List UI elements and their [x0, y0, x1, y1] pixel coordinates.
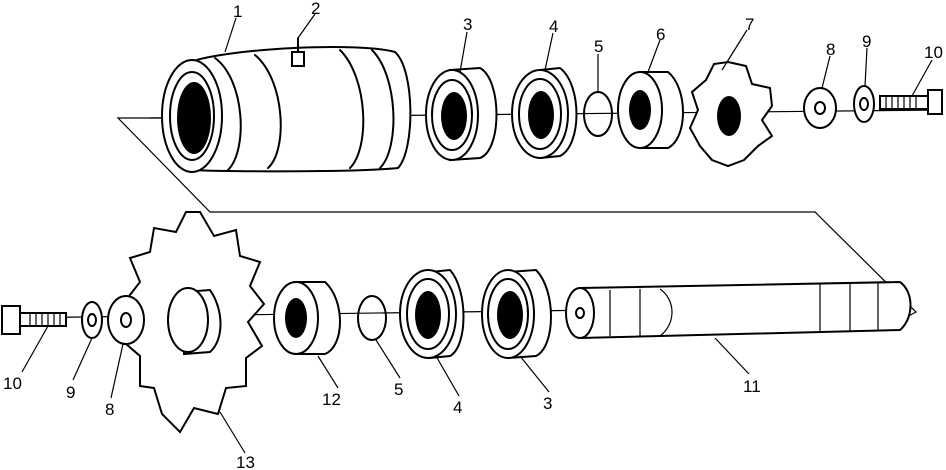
- callout-bearing-lower: 3: [543, 394, 552, 413]
- washer-lower-part: [107, 295, 145, 345]
- spacer-lower-part: [273, 281, 341, 355]
- callout-shaft: 11: [743, 377, 761, 396]
- large-sprocket-part: [124, 211, 266, 434]
- callout-spacer-upper: 6: [656, 25, 665, 44]
- callout-lock-washer-lower: 9: [66, 383, 75, 402]
- callout-labels: 1 2 3 4 5 6 7 8 9 10 11 12 13 5 4 3 8 9 …: [3, 0, 943, 470]
- callout-bolt-upper: 10: [924, 43, 943, 62]
- callout-bolt-lower: 10: [3, 374, 22, 393]
- bearing-lower-part: [481, 268, 552, 360]
- callout-o-ring-upper: 5: [594, 37, 603, 56]
- callout-washer-upper: 8: [826, 40, 835, 59]
- callout-washer-lower: 8: [105, 400, 114, 419]
- callout-lock-washer-upper: 9: [862, 32, 871, 51]
- seal-upper-part: [511, 66, 578, 160]
- callout-housing: 1: [233, 2, 242, 21]
- callout-o-ring-lower: 5: [394, 380, 403, 399]
- bolt-upper-part: [879, 89, 943, 115]
- seal-lower-part: [399, 268, 465, 360]
- callout-small-sprocket: 7: [745, 15, 754, 34]
- o-ring-lower-part: [357, 295, 387, 341]
- bearing-upper-part: [425, 66, 498, 162]
- shaft-part: [565, 280, 912, 340]
- bolt-lower-part: [1, 305, 67, 335]
- callout-grease-fitting: 2: [311, 0, 320, 18]
- small-sprocket-part: [688, 60, 774, 168]
- callout-leader-lines: [21, 13, 933, 454]
- washer-upper-part: [803, 87, 837, 129]
- callout-bearing-upper: 3: [463, 15, 472, 34]
- grease-fitting-part: [291, 37, 305, 67]
- callout-large-sprocket: 13: [236, 453, 255, 470]
- callout-seal-upper: 4: [549, 17, 558, 36]
- callout-spacer-lower: 12: [322, 390, 341, 409]
- callout-seal-lower: 4: [453, 398, 462, 417]
- lock-washer-upper-part: [853, 85, 875, 123]
- lock-washer-lower-part: [81, 301, 103, 339]
- spacer-upper-part: [617, 71, 684, 149]
- housing-part: [161, 46, 412, 173]
